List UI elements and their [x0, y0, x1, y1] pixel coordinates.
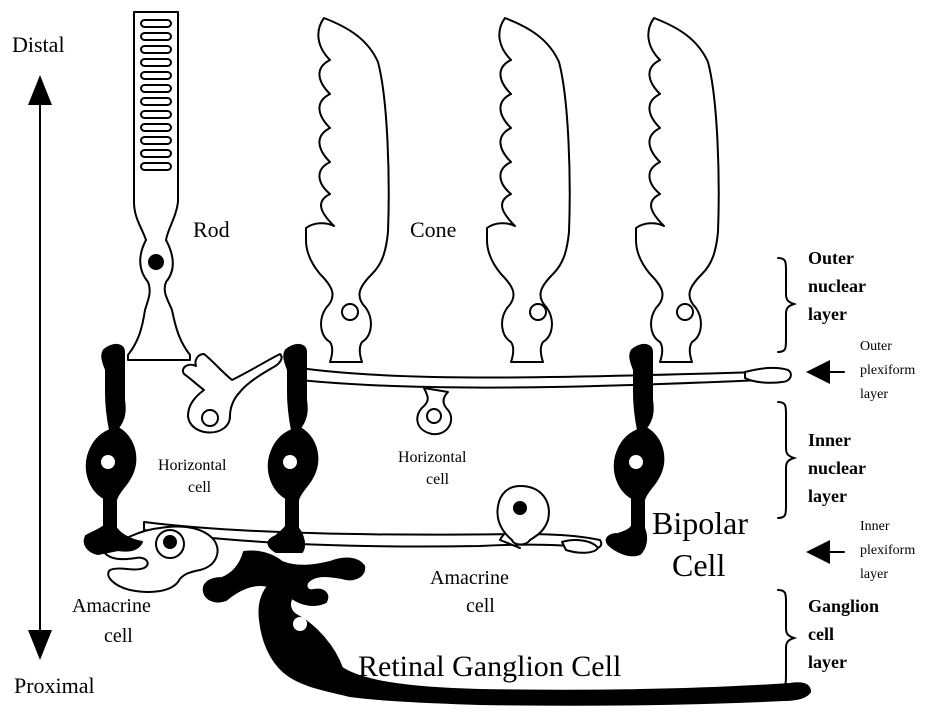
- cone-cell-3: [636, 18, 719, 362]
- bipolar-cell-label-line2: Cell: [672, 547, 725, 583]
- inner-nuclear-layer-brace: [778, 402, 794, 518]
- horizontal-cell-right-label-line2: cell: [426, 471, 450, 488]
- horizontal-cell-right-label-line1: Horizontal: [398, 449, 467, 466]
- amacrine-cell-left-label-line1: Amacrine: [72, 595, 151, 617]
- amacrine-cell-left: [156, 530, 184, 558]
- ganglion-cell-layer-label: Ganglion cell layer: [808, 596, 879, 672]
- rod-nucleus: [148, 254, 164, 270]
- ganglion-cell-layer-label-line3: layer: [808, 652, 847, 672]
- horizontal-cell-left-label-line1: Horizontal: [158, 457, 227, 474]
- rod-label: Rod: [193, 217, 230, 242]
- distal-proximal-axis: [28, 75, 52, 660]
- cone-cell-2: [487, 18, 570, 362]
- inner-plexiform-layer-label-line3: layer: [860, 567, 888, 582]
- outer-plexiform-processes: [300, 368, 791, 388]
- cone-nucleus: [530, 304, 546, 320]
- cone-nucleus: [342, 304, 358, 320]
- inner-plexiform-arrow: [806, 540, 844, 564]
- inner-plexiform-layer-label: Inner plexiform layer: [860, 519, 915, 582]
- outer-nuclear-layer-brace: [778, 258, 794, 352]
- ganglion-cell-layer-label-line1: Ganglion: [808, 596, 879, 616]
- inner-plexiform-layer-label-line2: plexiform: [860, 543, 915, 558]
- cone-nucleus: [677, 304, 693, 320]
- amacrine-cell-left-label-line2: cell: [104, 625, 133, 647]
- inner-nuclear-layer-label-line2: nuclear: [808, 458, 866, 478]
- outer-nuclear-layer-label-line3: layer: [808, 304, 847, 324]
- horizontal-cell-left-label-line2: cell: [188, 479, 212, 496]
- outer-plexiform-layer-label-line2: plexiform: [860, 363, 915, 378]
- horizontal-cell-right: [417, 388, 451, 434]
- amacrine-cell-right-label-line2: cell: [466, 595, 495, 617]
- outer-plexiform-layer-label-line1: Outer: [860, 339, 892, 354]
- inner-nuclear-layer-label: Inner nuclear layer: [808, 430, 866, 506]
- inner-plexiform-layer-label-line1: Inner: [860, 519, 890, 534]
- ganglion-cell-layer-label-line2: cell: [808, 624, 834, 644]
- ganglion-cell-layer-brace: [778, 590, 794, 688]
- inner-nuclear-layer-label-line3: layer: [808, 486, 847, 506]
- distal-label: Distal: [12, 32, 65, 57]
- proximal-label: Proximal: [14, 673, 95, 698]
- outer-nuclear-layer-label-line1: Outer: [808, 248, 854, 268]
- outer-nuclear-layer-label-line2: nuclear: [808, 276, 866, 296]
- rod-cell: [128, 12, 190, 360]
- inner-nuclear-layer-label-line1: Inner: [808, 430, 851, 450]
- bipolar-cell-label-line1: Bipolar: [652, 505, 748, 541]
- bipolar-cell-1: [85, 345, 142, 554]
- amacrine-cell-right-label-line1: Amacrine: [430, 567, 509, 589]
- outer-plexiform-layer-label: Outer plexiform layer: [860, 339, 915, 402]
- horizontal-cell-left: [183, 354, 282, 433]
- outer-plexiform-layer-label-line3: layer: [860, 387, 888, 402]
- ganglion-cell-label: Retinal Ganglion Cell: [358, 650, 621, 683]
- outer-nuclear-layer-label: Outer nuclear layer: [808, 248, 866, 324]
- cone-label: Cone: [410, 217, 456, 242]
- outer-plexiform-arrow: [806, 360, 844, 384]
- cone-cell-1: [306, 18, 389, 362]
